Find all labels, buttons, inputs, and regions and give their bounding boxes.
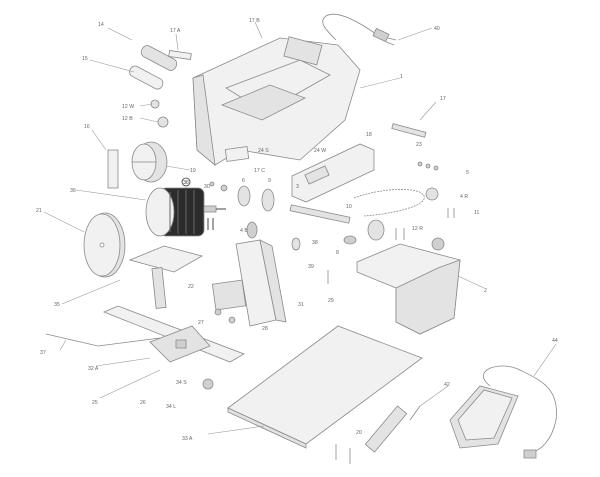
base-plate-edge: [227, 407, 307, 449]
hand-tool: [364, 405, 421, 453]
callout-35: 35: [54, 302, 60, 308]
callout-28: 28: [262, 326, 268, 332]
callout-18: 18: [366, 132, 372, 138]
callout-labels: 14 17 A 17 B 40 15 16 1 12 W 12 B 18 17 …: [36, 18, 558, 442]
label-tag-17a: [168, 50, 192, 60]
callout-5: 5: [466, 170, 469, 176]
callout-12r: 12 R: [412, 226, 423, 232]
callout-6: 6: [242, 178, 245, 184]
vertical-support: [235, 239, 287, 327]
power-cord: [322, 13, 397, 46]
label-strip: [107, 149, 119, 189]
callout-42: 42: [444, 382, 450, 388]
callout-8: 8: [336, 250, 339, 256]
callout-39: 39: [308, 264, 314, 270]
callout-21: 21: [36, 208, 42, 214]
callout-24w: 24 W: [314, 148, 326, 154]
callout-17b: 17 B: [249, 18, 260, 24]
callout-17: 17: [440, 96, 446, 102]
callout-16: 16: [84, 124, 90, 130]
callout-12w: 12 W: [122, 104, 134, 110]
callout-10: 10: [346, 204, 352, 210]
warning-circle-icon: [181, 177, 191, 187]
motor: 36: [145, 177, 226, 237]
callout-31: 31: [298, 302, 304, 308]
callout-1: 1: [400, 74, 403, 80]
callout-32a: 32 A: [88, 366, 99, 372]
callout-34s: 34 S: [176, 380, 187, 386]
callout-25: 25: [92, 400, 98, 406]
leader-lines: [43, 21, 557, 435]
callout-27: 27: [198, 320, 204, 326]
callout-15: 15: [82, 56, 88, 62]
callout-20: 20: [356, 430, 362, 436]
callout-23: 23: [416, 142, 422, 148]
tool-rest-platform: [128, 245, 204, 309]
motor-label-number: 36: [183, 180, 189, 186]
motor-bracket: [291, 143, 375, 203]
callout-33a: 33 A: [182, 436, 193, 442]
callout-12b: 12 B: [122, 116, 133, 122]
bottom-screws: [335, 444, 351, 464]
callout-19: 19: [190, 168, 196, 174]
callout-38: 38: [312, 240, 318, 246]
slide-mechanism: [211, 279, 247, 324]
callout-14: 14: [98, 22, 104, 28]
grinding-disc-large: [83, 212, 126, 278]
callout-22: 22: [188, 284, 194, 290]
callout-4b: 4 B: [240, 228, 248, 234]
callout-2: 2: [484, 288, 487, 294]
screws: [327, 208, 455, 284]
callout-3: 3: [296, 184, 299, 190]
housing-cover: [192, 36, 361, 166]
callout-29: 29: [328, 298, 334, 304]
cover-box: [356, 243, 461, 335]
callout-4r: 4 R: [460, 194, 468, 200]
callout-17a: 17 A: [170, 28, 181, 34]
knob: [202, 378, 214, 390]
grinding-wheel-small: [131, 141, 168, 183]
lever-arm: [45, 333, 161, 347]
callout-40: 40: [434, 26, 440, 32]
callout-24s: 24 S: [258, 148, 269, 154]
callout-26: 26: [140, 400, 146, 406]
callout-30: 30: [204, 184, 210, 190]
callout-44: 44: [552, 338, 558, 344]
callout-17c: 17 C: [254, 168, 265, 174]
pulley-set: [209, 161, 445, 251]
callout-9: 9: [268, 178, 271, 184]
belt-and-shaft: [289, 189, 425, 245]
tool-bar: [391, 123, 427, 138]
callout-11: 11: [474, 210, 479, 216]
foot-switch: [449, 365, 557, 459]
callout-37: 37: [40, 350, 46, 356]
callout-34l: 34 L: [166, 404, 176, 410]
rail-assembly: [102, 305, 245, 363]
callout-36: 36: [70, 188, 76, 194]
